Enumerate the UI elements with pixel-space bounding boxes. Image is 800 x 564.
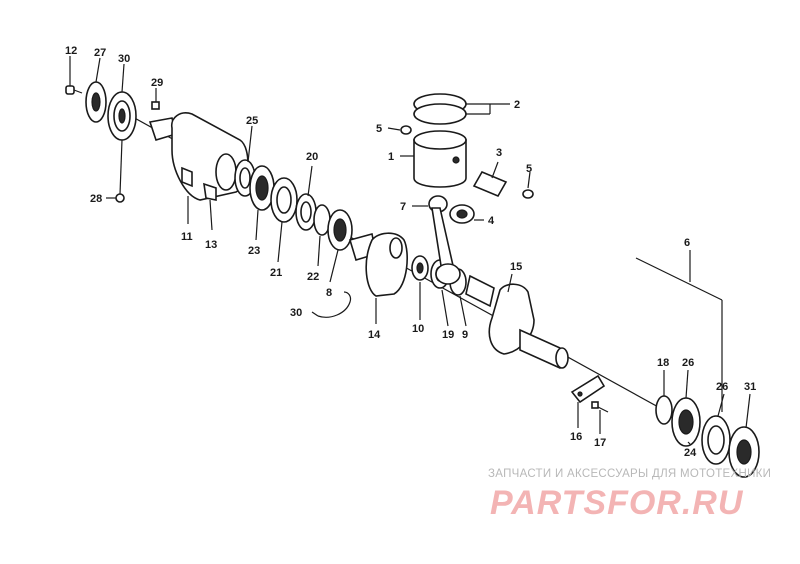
label-13: 13 <box>205 239 217 251</box>
part-20-washer <box>295 193 317 231</box>
label-26-right: 26 <box>716 381 728 393</box>
label-22: 22 <box>307 271 319 283</box>
label-15: 15 <box>510 261 522 273</box>
label-27: 27 <box>94 47 106 59</box>
label-30: 30 <box>118 53 130 65</box>
part-10-washer <box>411 255 429 281</box>
label-25: 25 <box>246 115 258 127</box>
part-26-bearing-left <box>671 397 701 447</box>
part-8-bearing <box>327 209 353 251</box>
part-23-bearing <box>249 165 275 211</box>
label-20: 20 <box>306 151 318 163</box>
label-18: 18 <box>657 357 669 369</box>
label-19: 19 <box>442 329 454 341</box>
label-14: 14 <box>368 329 381 341</box>
part-5-circlip-right <box>522 189 534 199</box>
part-21-bearing <box>270 177 298 223</box>
part-3-piston-pin <box>472 170 508 198</box>
part-2-piston-rings <box>413 93 467 125</box>
watermark-caption: ЗАПЧАСТИ И АКСЕССУАРЫ ДЛЯ МОТОТЕХНИКИ <box>488 468 772 480</box>
label-3: 3 <box>496 147 502 159</box>
label-31: 31 <box>744 381 756 393</box>
part-26-bearing-right <box>701 415 731 465</box>
part-14-center-crank <box>348 232 408 297</box>
part-17-screw <box>591 401 609 413</box>
watermark-logo: PARTSFOR.RU <box>490 484 744 522</box>
label-28: 28 <box>90 193 102 205</box>
label-29: 29 <box>151 77 163 89</box>
part-28-ball <box>115 193 125 203</box>
label-12: 12 <box>65 45 77 57</box>
label-30-clip: 30 <box>290 307 302 319</box>
label-4: 4 <box>488 215 495 227</box>
label-24: 24 <box>684 447 697 459</box>
label-8: 8 <box>326 287 332 299</box>
label-10: 10 <box>412 323 424 335</box>
part-16-plate <box>570 374 606 404</box>
part-30-wire-clip <box>317 291 352 318</box>
part-5-circlip-left <box>400 125 412 135</box>
part-29-key <box>151 101 160 110</box>
part-crank-pin-bearing <box>465 274 495 308</box>
label-5-right: 5 <box>526 163 532 175</box>
label-7: 7 <box>400 201 406 213</box>
part-7-connecting-rod <box>428 195 461 285</box>
label-17: 17 <box>594 437 606 449</box>
part-11-left-crank <box>148 112 249 201</box>
leader-lines <box>69 56 751 445</box>
label-6: 6 <box>684 237 690 249</box>
part-4-needle-bearing <box>449 204 475 224</box>
label-1: 1 <box>388 151 394 163</box>
part-1-piston <box>413 130 467 188</box>
label-2: 2 <box>514 99 520 111</box>
label-26-left: 26 <box>682 357 694 369</box>
label-16: 16 <box>570 431 582 443</box>
part-30-bearing <box>107 91 137 141</box>
part-27-seal <box>85 81 107 123</box>
part-12-screw <box>65 85 83 95</box>
label-23: 23 <box>248 245 260 257</box>
part-31-seal <box>728 426 760 478</box>
part-15-right-crank <box>488 283 569 369</box>
label-21: 21 <box>270 267 282 279</box>
label-11: 11 <box>181 231 193 243</box>
label-5-left: 5 <box>376 123 382 135</box>
label-9: 9 <box>462 329 468 341</box>
part-18-shim <box>655 395 673 425</box>
